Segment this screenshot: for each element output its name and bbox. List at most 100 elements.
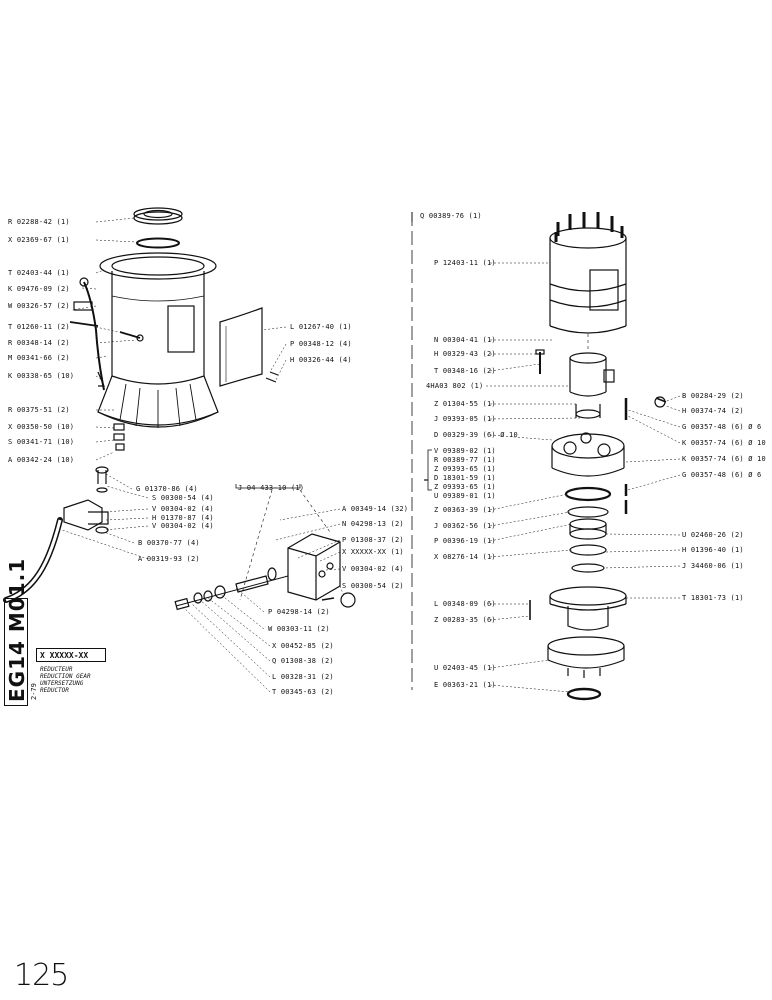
part-label: P 04298-14 (2) — [268, 608, 330, 616]
valve-assembly — [174, 484, 356, 611]
part-label: H 01370-87 (4) — [152, 514, 214, 522]
part-label: S 00300-54 (4) — [152, 494, 214, 502]
gearbox-assembly — [411, 212, 667, 701]
part-label: K 09476-09 (2) — [8, 285, 70, 293]
part-label: V 00304-02 (4) — [342, 565, 404, 573]
leader-lines — [61, 217, 681, 693]
part-label: V 09389-02 (1) — [434, 447, 496, 455]
part-label: X 08276-14 (1) — [434, 553, 496, 561]
part-label: J 09393-05 (1) — [434, 415, 496, 423]
breather-pipe — [83, 281, 105, 391]
cover-plate — [219, 307, 263, 387]
pinion-housing — [569, 352, 607, 364]
part-label: 4HA03 802 (1) — [426, 382, 484, 390]
part-label: T 01260-11 (2) — [8, 323, 70, 331]
part-label: G 01370-86 (4) — [136, 485, 198, 493]
part-label: L 00348-09 (6) — [434, 600, 496, 608]
sheet-code-box — [4, 598, 28, 706]
part-label: D 18301-59 (1) — [434, 474, 496, 482]
group-ref-label: Q 00389-76 (1) — [420, 212, 482, 220]
part-label: T 00348-16 (2) — [434, 367, 496, 375]
part-label: N 00304-41 (1) — [434, 336, 496, 344]
part-label: Z 00363-39 (1) — [434, 506, 496, 514]
part-label: G 00357-48 (6) Ø 6 — [682, 423, 762, 431]
part-label: T 18301-73 (1) — [682, 594, 744, 602]
top-ring — [133, 211, 183, 225]
part-label: K 00338-65 (10) — [8, 372, 75, 380]
part-label: A 00342-24 (10) — [8, 456, 75, 464]
part-label: Q 01308-38 (2) — [272, 657, 334, 665]
part-label: M 00341-66 (2) — [8, 354, 70, 362]
part-label: R 00375-51 (2) — [8, 406, 70, 414]
part-label: J 34460-06 (1) — [682, 562, 744, 570]
part-label: H 00374-74 (2) — [682, 407, 744, 415]
title-line-de: UNTERSETZUNG — [40, 680, 84, 687]
part-label: Z 09393-65 (1) — [434, 465, 496, 473]
part-label: U 02403-45 (1) — [434, 664, 496, 672]
bearing — [569, 544, 607, 556]
o-ring — [136, 237, 180, 249]
sheet-code: EG14 M01.1 — [5, 557, 29, 702]
part-label: H 00329-43 (2) — [434, 350, 496, 358]
part-label: L 01267-40 (1) — [290, 323, 352, 331]
part-label: P 00348-12 (4) — [290, 340, 352, 348]
bracket — [427, 449, 432, 491]
hose-fitting-assembly — [3, 466, 109, 603]
part-label: H 01396-40 (1) — [682, 546, 744, 554]
part-label: X 02369-67 (1) — [8, 236, 70, 244]
title-code: X XXXXX-XX — [36, 648, 106, 662]
part-label: S 00300-54 (2) — [342, 582, 404, 590]
part-label: U 02460-26 (2) — [682, 531, 744, 539]
planet-carrier — [551, 433, 625, 459]
piston — [235, 575, 269, 593]
part-label: V 00304-02 (4) — [152, 505, 214, 513]
part-label: Z 09393-65 (1) — [434, 483, 496, 491]
part-label: L 00328-31 (2) — [272, 673, 334, 681]
part-label: D 00329-39 (6) Ø 10 — [434, 431, 518, 439]
part-label: W 00326-57 (2) — [8, 302, 70, 310]
page-number: 125 — [14, 958, 69, 993]
part-label: H 00326-44 (4) — [290, 356, 352, 364]
sheet-date: 2-79 — [30, 683, 38, 700]
hub — [547, 636, 625, 656]
part-label: G 00357-48 (6) Ø 6 — [682, 471, 762, 479]
part-label: X XXXXX-XX (1) — [342, 548, 404, 556]
part-label: A 00349-14 (32) — [342, 505, 409, 513]
part-label: T 00345-63 (2) — [272, 688, 334, 696]
part-label: E 00363-21 (1) — [434, 681, 496, 689]
part-label: T 02403-44 (1) — [8, 269, 70, 277]
part-label: Z 00283-35 (6) — [434, 616, 496, 624]
title-line-es: REDUCTOR — [40, 687, 69, 694]
group-ref-label: J 04 433-10 (1) — [238, 484, 305, 492]
ring-1 — [564, 486, 612, 502]
part-label: J 00362-56 (1) — [434, 522, 496, 530]
part-label: K 00357-74 (6) Ø 10 — [682, 439, 766, 447]
part-label: Z 01304-55 (1) — [434, 400, 496, 408]
part-label: W 00303-11 (2) — [268, 625, 330, 633]
part-label: B 00284-29 (2) — [682, 392, 744, 400]
part-label: N 04298-13 (2) — [342, 520, 404, 528]
sun-gear — [575, 409, 601, 419]
part-label: V 00304-02 (4) — [152, 522, 214, 530]
part-label: A 00319-93 (2) — [138, 555, 200, 563]
part-label: P 01308-37 (2) — [342, 536, 404, 544]
part-label: R 00348-14 (2) — [8, 339, 70, 347]
part-label: P 12403-11 (1) — [434, 259, 496, 267]
title-line-fr: REDUCTEUR — [40, 666, 73, 673]
housing-body — [111, 271, 205, 376]
part-label: X 00350-50 (10) — [8, 423, 75, 431]
part-label: S 00341-71 (10) — [8, 438, 75, 446]
part-label: U 09389-01 (1) — [434, 492, 496, 500]
housing-assembly — [69, 207, 279, 451]
part-label: R 02288-42 (1) — [8, 218, 70, 226]
cylinder-top — [549, 227, 627, 249]
output-flange — [549, 586, 627, 606]
part-label: R 00389-77 (1) — [434, 456, 496, 464]
part-label: K 00357-74 (6) Ø 10 — [682, 455, 766, 463]
title-line-en: REDUCTION GEAR — [40, 673, 91, 680]
part-label: P 00396-19 (1) — [434, 537, 496, 545]
housing-flange — [99, 252, 217, 280]
part-label: B 00370-77 (4) — [138, 539, 200, 547]
